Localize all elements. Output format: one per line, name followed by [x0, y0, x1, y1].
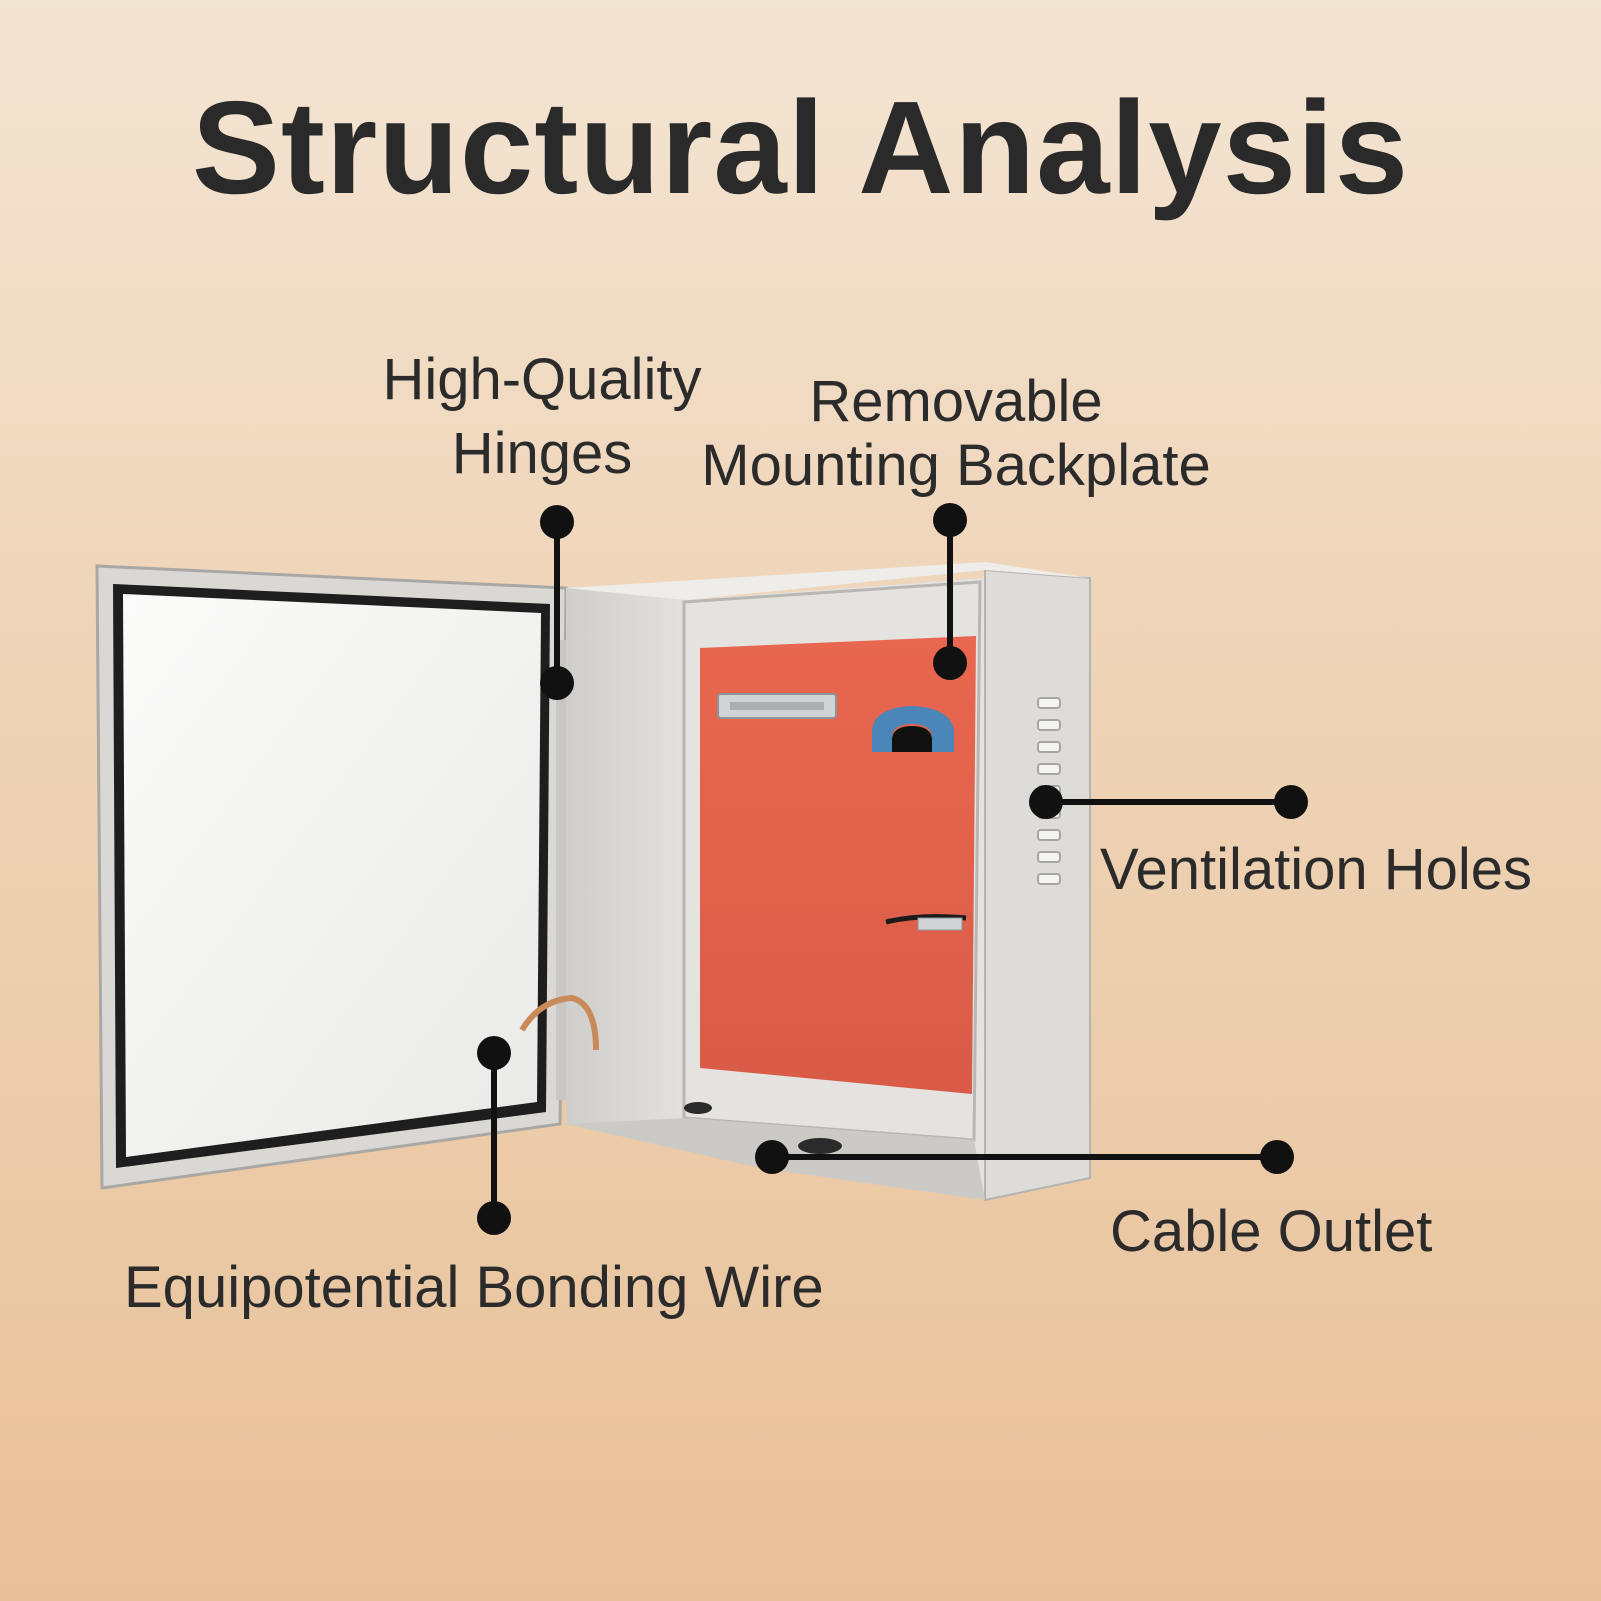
- label-backplate-line2: Mounting Backplate: [701, 433, 1211, 498]
- callout-hinges: [540, 505, 574, 700]
- callout-cable-outlet: [755, 1140, 1294, 1174]
- label-backplate-line1: Removable: [809, 369, 1103, 434]
- hinge-strip: [556, 640, 566, 1100]
- label-cable-outlet: Cable Outlet: [1110, 1199, 1433, 1264]
- label-bonding-wire: Equipotential Bonding Wire: [124, 1255, 824, 1320]
- mounting-backplate: [700, 636, 976, 1094]
- callout-bonding-wire: [477, 1036, 511, 1235]
- cable-clamp: [872, 706, 954, 752]
- label-hinges-line2: Hinges: [451, 421, 633, 486]
- page-title: Structural Analysis: [191, 74, 1410, 221]
- callout-backplate: [933, 503, 967, 680]
- label-hinges: High-Quality Hinges: [362, 348, 722, 486]
- label-hinges-line1: High-Quality: [382, 347, 702, 412]
- callout-ventilation: [1029, 785, 1308, 819]
- enclosure-door: [95, 564, 568, 1190]
- bonding-wire: [519, 994, 599, 1051]
- label-backplate: Removable Mounting Backplate: [676, 370, 1236, 498]
- label-ventilation: Ventilation Holes: [1100, 837, 1533, 902]
- cable-outlet-holes: [684, 1102, 842, 1154]
